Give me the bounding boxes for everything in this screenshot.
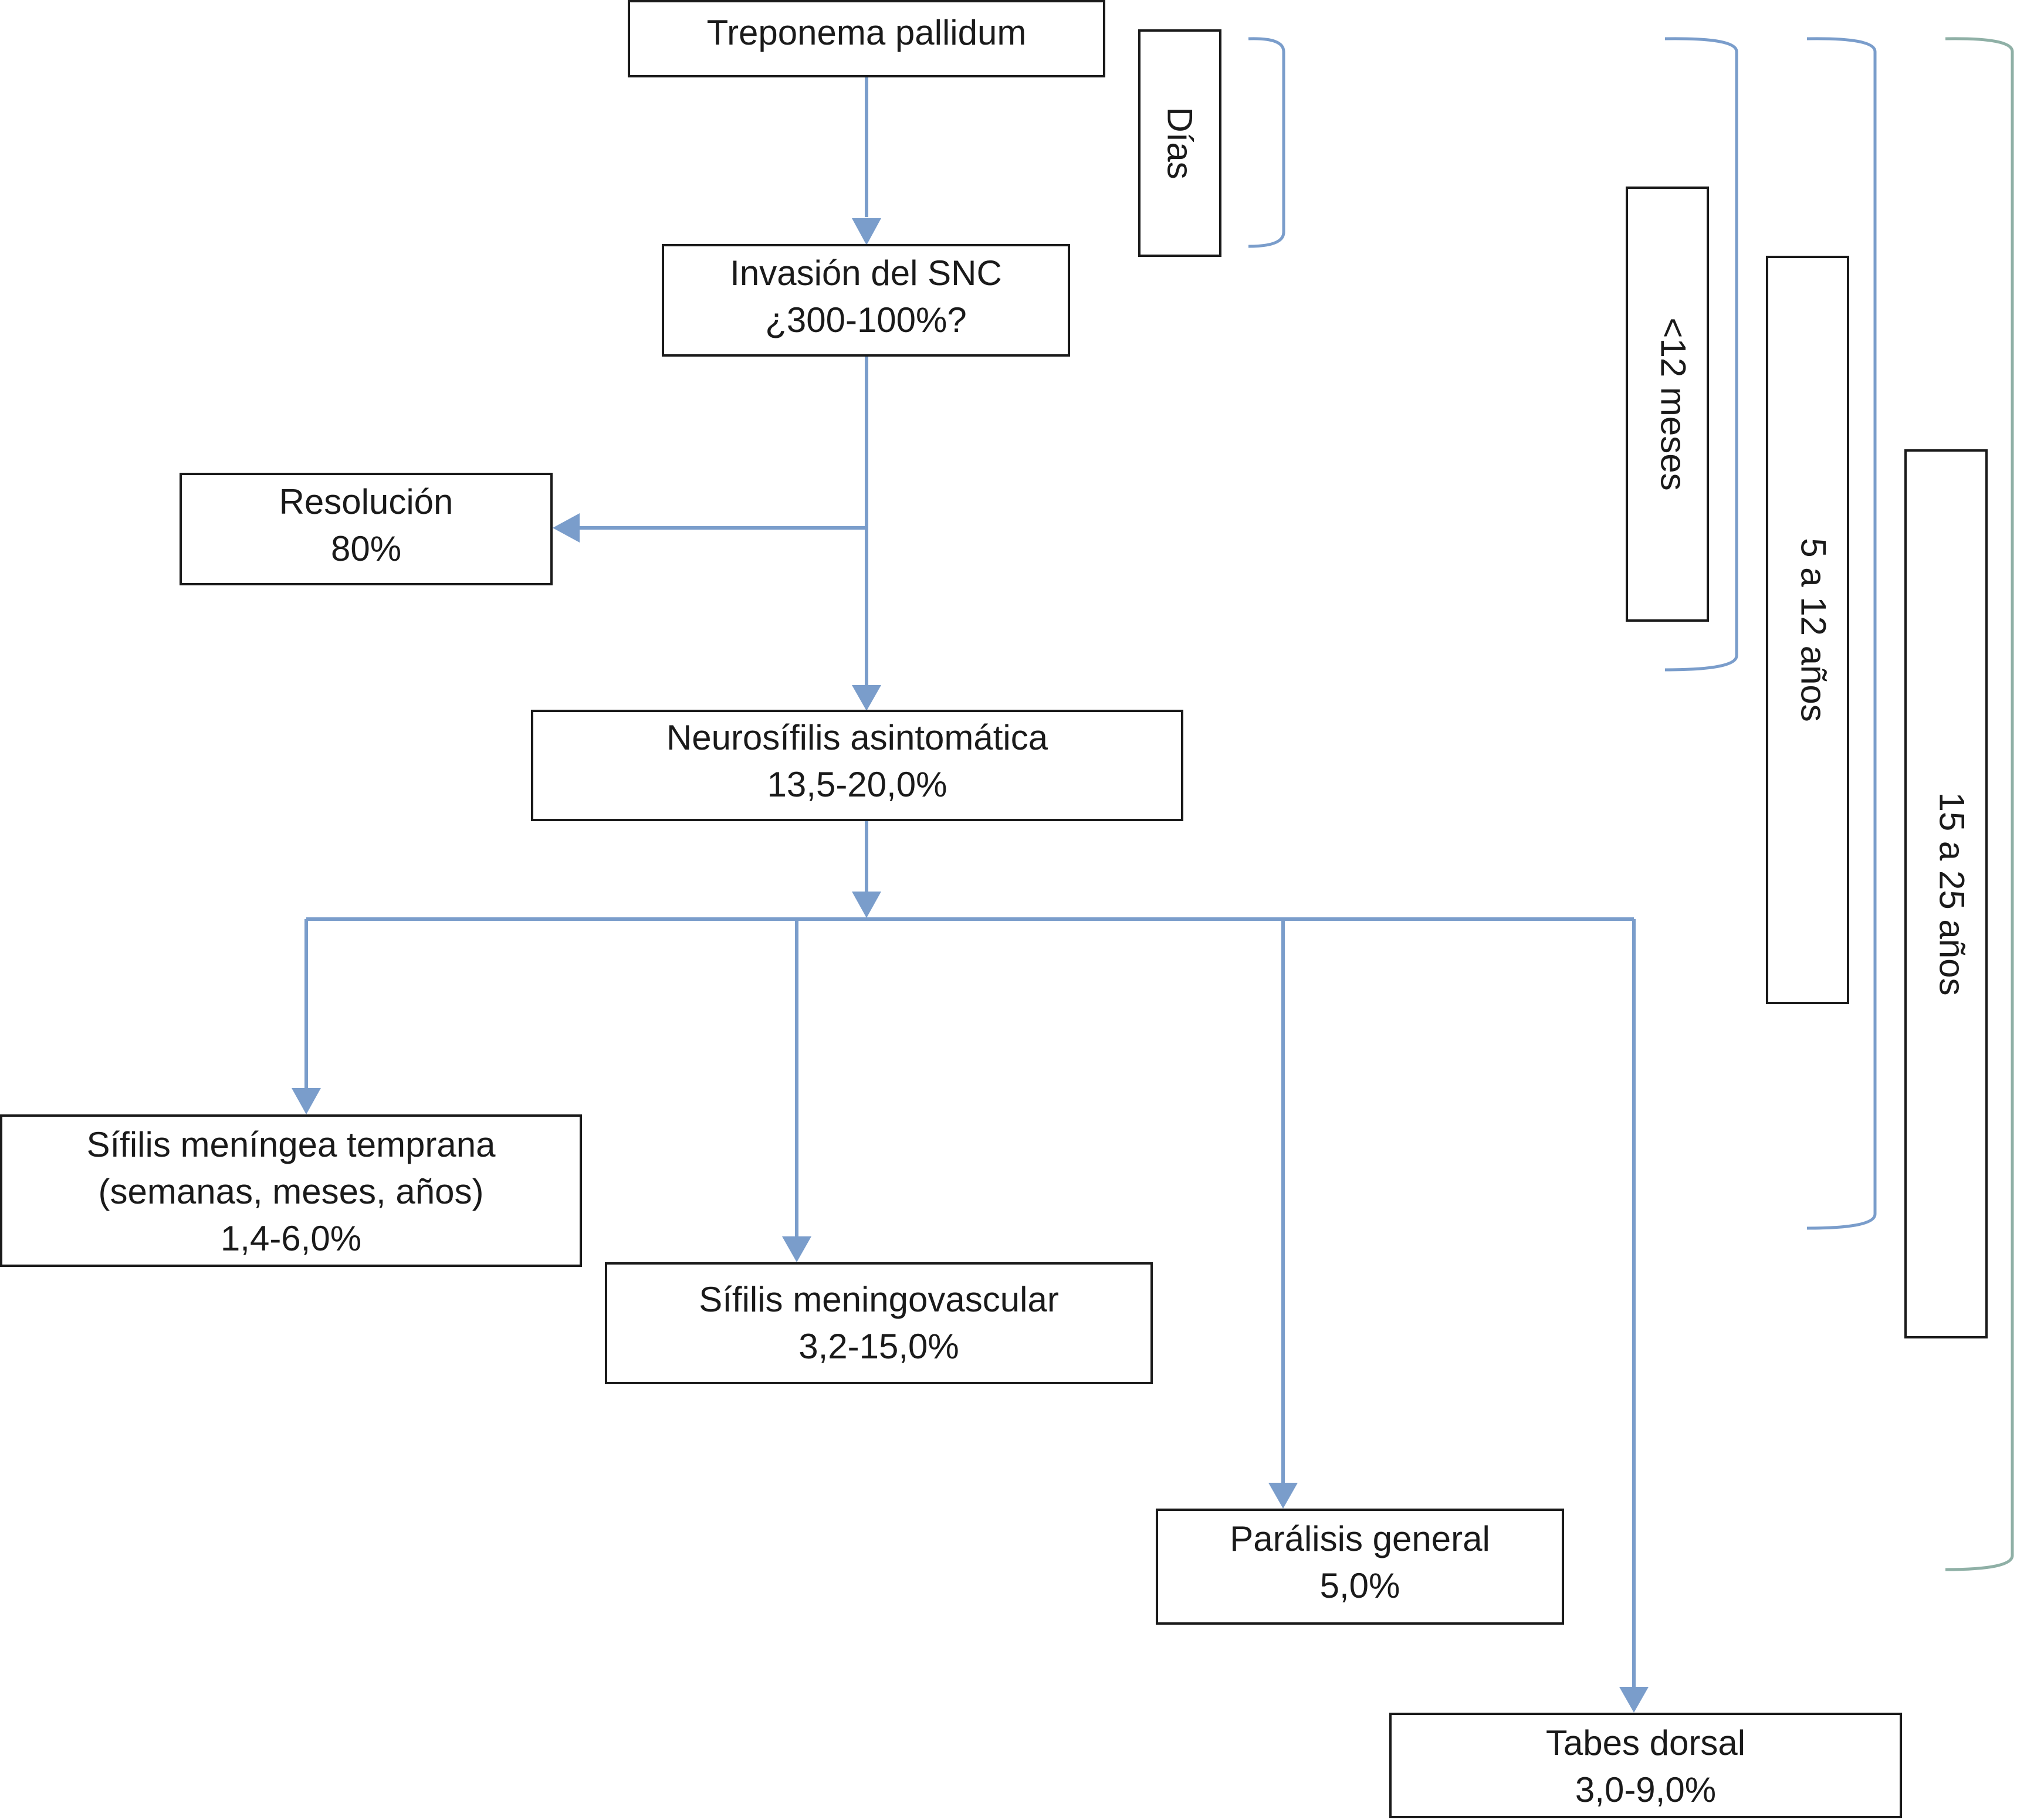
timeline-quince-veinticinco-label: 15 a 25 años [1933, 792, 1972, 996]
arrowhead-paralisis [1268, 1483, 1298, 1509]
arrowhead-tabes [1619, 1687, 1649, 1713]
node-neurosifilis: Neurosífilis asintomática 13,5-20,0% [531, 710, 1183, 821]
arrowhead-meningovascular [782, 1236, 811, 1262]
node-tabes-value: 3,0-9,0% [1575, 1770, 1716, 1809]
timeline-quince-veinticinco: 15 a 25 años [1904, 449, 1988, 1338]
timeline-doce-meses: <12 meses [1626, 187, 1709, 622]
node-paralisis-value: 5,0% [1320, 1566, 1400, 1605]
node-tabes-label: Tabes dorsal [1546, 1723, 1745, 1763]
bracket-cinco-doce [1806, 37, 1877, 1230]
node-invasion-label: Invasión del SNC [730, 253, 1002, 293]
node-tabes: Tabes dorsal 3,0-9,0% [1389, 1713, 1902, 1818]
node-meningea-subtitle: (semanas, meses, años) [99, 1172, 484, 1211]
bracket-quince-veinticinco [1945, 37, 2014, 1571]
node-meningovascular-label: Sífilis meningovascular [699, 1280, 1059, 1319]
node-invasion: Invasión del SNC ¿300-100%? [662, 244, 1070, 357]
node-paralisis-label: Parálisis general [1230, 1519, 1490, 1558]
timeline-cinco-doce-label: 5 a 12 años [1794, 538, 1833, 722]
arrowhead-meningea [292, 1088, 321, 1114]
timeline-doce-meses-label: <12 meses [1654, 317, 1693, 490]
node-treponema-label: Treponema pallidum [707, 13, 1027, 52]
arrowhead-invasion [852, 218, 881, 245]
node-meningea: Sífilis meníngea temprana (semanas, mese… [0, 1114, 582, 1267]
timeline-dias: Días [1138, 29, 1221, 257]
node-invasion-value: ¿300-100%? [765, 300, 967, 340]
node-resolucion-label: Resolución [279, 482, 454, 521]
node-meningovascular-value: 3,2-15,0% [798, 1327, 959, 1366]
arrowhead-resolucion [553, 513, 580, 543]
timeline-cinco-doce: 5 a 12 años [1766, 256, 1849, 1004]
bracket-dias [1248, 37, 1285, 248]
timeline-dias-label: Días [1160, 107, 1200, 179]
node-meningea-label: Sífilis meníngea temprana [86, 1125, 496, 1164]
connectors [292, 76, 1649, 1713]
node-treponema: Treponema pallidum [628, 0, 1105, 77]
node-meningovascular: Sífilis meningovascular 3,2-15,0% [605, 1262, 1153, 1384]
node-meningea-value: 1,4-6,0% [221, 1219, 361, 1258]
node-neurosifilis-label: Neurosífilis asintomática [666, 718, 1048, 757]
node-neurosifilis-value: 13,5-20,0% [767, 765, 947, 804]
bracket-doce-meses [1664, 37, 1738, 672]
arrowhead-neurosifilis [852, 685, 881, 711]
node-paralisis: Parálisis general 5,0% [1156, 1509, 1564, 1625]
node-resolucion: Resolución 80% [180, 473, 553, 585]
arrowhead-branch [852, 892, 881, 918]
node-resolucion-value: 80% [331, 529, 401, 568]
